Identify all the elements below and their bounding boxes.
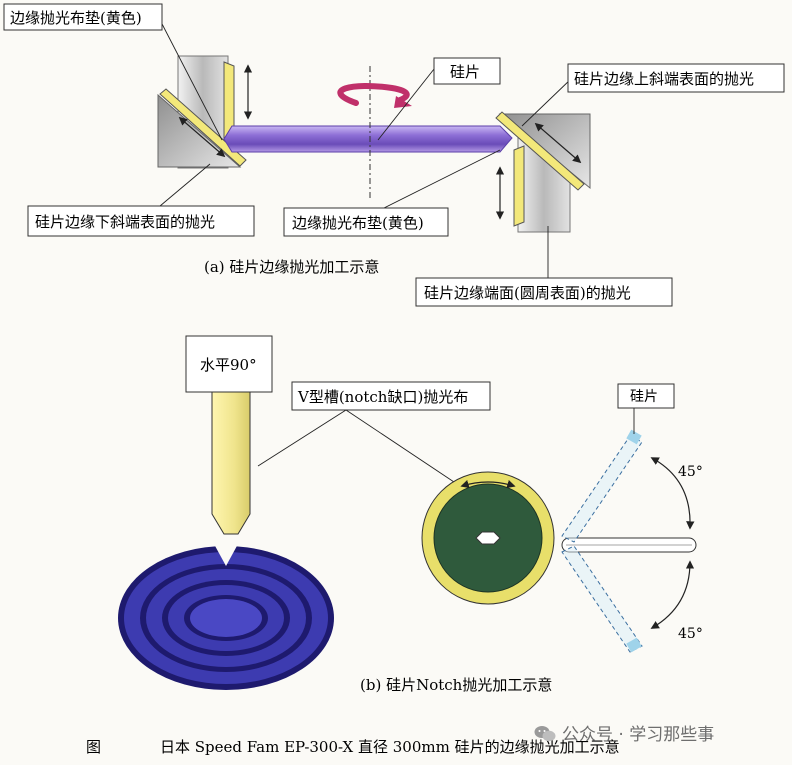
label-edge-face-text: 硅片边缘端面(圆周表面)的抛光 [424,284,631,302]
leader-pad-bottom [379,149,501,211]
angle-arrow-bottom [650,560,695,629]
disc-rotation-arrow [460,480,516,489]
left-diagonal-arrow [178,116,226,158]
notch-tool [211,391,251,535]
rotation-arrow [337,83,412,108]
angle-arrow-top [650,457,695,530]
label-upper-bevel: 硅片边缘上斜端表面的抛光 [567,63,785,93]
angle-bottom-label: 45° [678,626,703,642]
green-disc [421,471,555,605]
label-edge-face: 硅片边缘端面(圆周表面)的抛光 [415,277,673,307]
label-pad-top-text: 边缘抛光布垫(黄色) [10,9,142,27]
leader-wafer [377,63,439,141]
wechat-icon [534,726,556,742]
blue-disc [118,544,334,690]
label-wafer-b: 硅片 [617,383,675,409]
right-vertical-pad [513,145,525,227]
leader-lower-bevel [159,163,211,207]
wafer-tilted-up [561,429,643,543]
label-notch-cloth-text: V型槽(notch缺口)抛光布 [297,388,468,406]
label-lower-bevel: 硅片边缘下斜端表面的抛光 [27,205,255,237]
leader-pad-top [159,19,223,141]
leader-notch-left [257,409,347,467]
label-wafer-b-text: 硅片 [630,389,658,405]
figure-caption-prefix: 图 [86,738,101,756]
label-wafer-a-text: 硅片 [450,63,480,81]
angle-top-label: 45° [678,464,703,480]
label-pad-top: 边缘抛光布垫(黄色) [3,3,163,31]
label-pad-bottom: 边缘抛光布垫(黄色) [283,207,449,237]
leader-notch-right [345,409,467,491]
disc-notch [214,544,238,566]
disc-hub [475,531,501,545]
leader-upper-bevel [521,77,573,127]
figure-caption-text: 日本 Speed Fam EP-300-X 直径 300mm 硅片的边缘抛光加工… [160,738,620,756]
label-horizontal-text: 水平90° [200,356,257,374]
wafer-rod [223,125,513,153]
label-wafer-a: 硅片 [433,57,501,85]
label-notch-cloth: V型槽(notch缺口)抛光布 [291,381,491,411]
wafer-horizontal [561,537,697,553]
label-horizontal: 水平90° [185,335,273,393]
label-pad-bottom-text: 边缘抛光布垫(黄色) [292,214,424,232]
part-a-illustration [157,19,591,278]
caption-part-b: (b) 硅片Notch抛光加工示意 [360,676,552,694]
right-diagonal-arrow [534,122,582,164]
watermark-text: 公众号 · 学习那些事 [562,725,715,745]
watermark: 公众号 · 学习那些事 [534,720,784,746]
label-upper-bevel-text: 硅片边缘上斜端表面的抛光 [574,70,754,88]
caption-part-a: (a) 硅片边缘抛光加工示意 [204,258,379,276]
wafer-tilted-down [561,545,643,653]
label-lower-bevel-text: 硅片边缘下斜端表面的抛光 [35,213,215,231]
